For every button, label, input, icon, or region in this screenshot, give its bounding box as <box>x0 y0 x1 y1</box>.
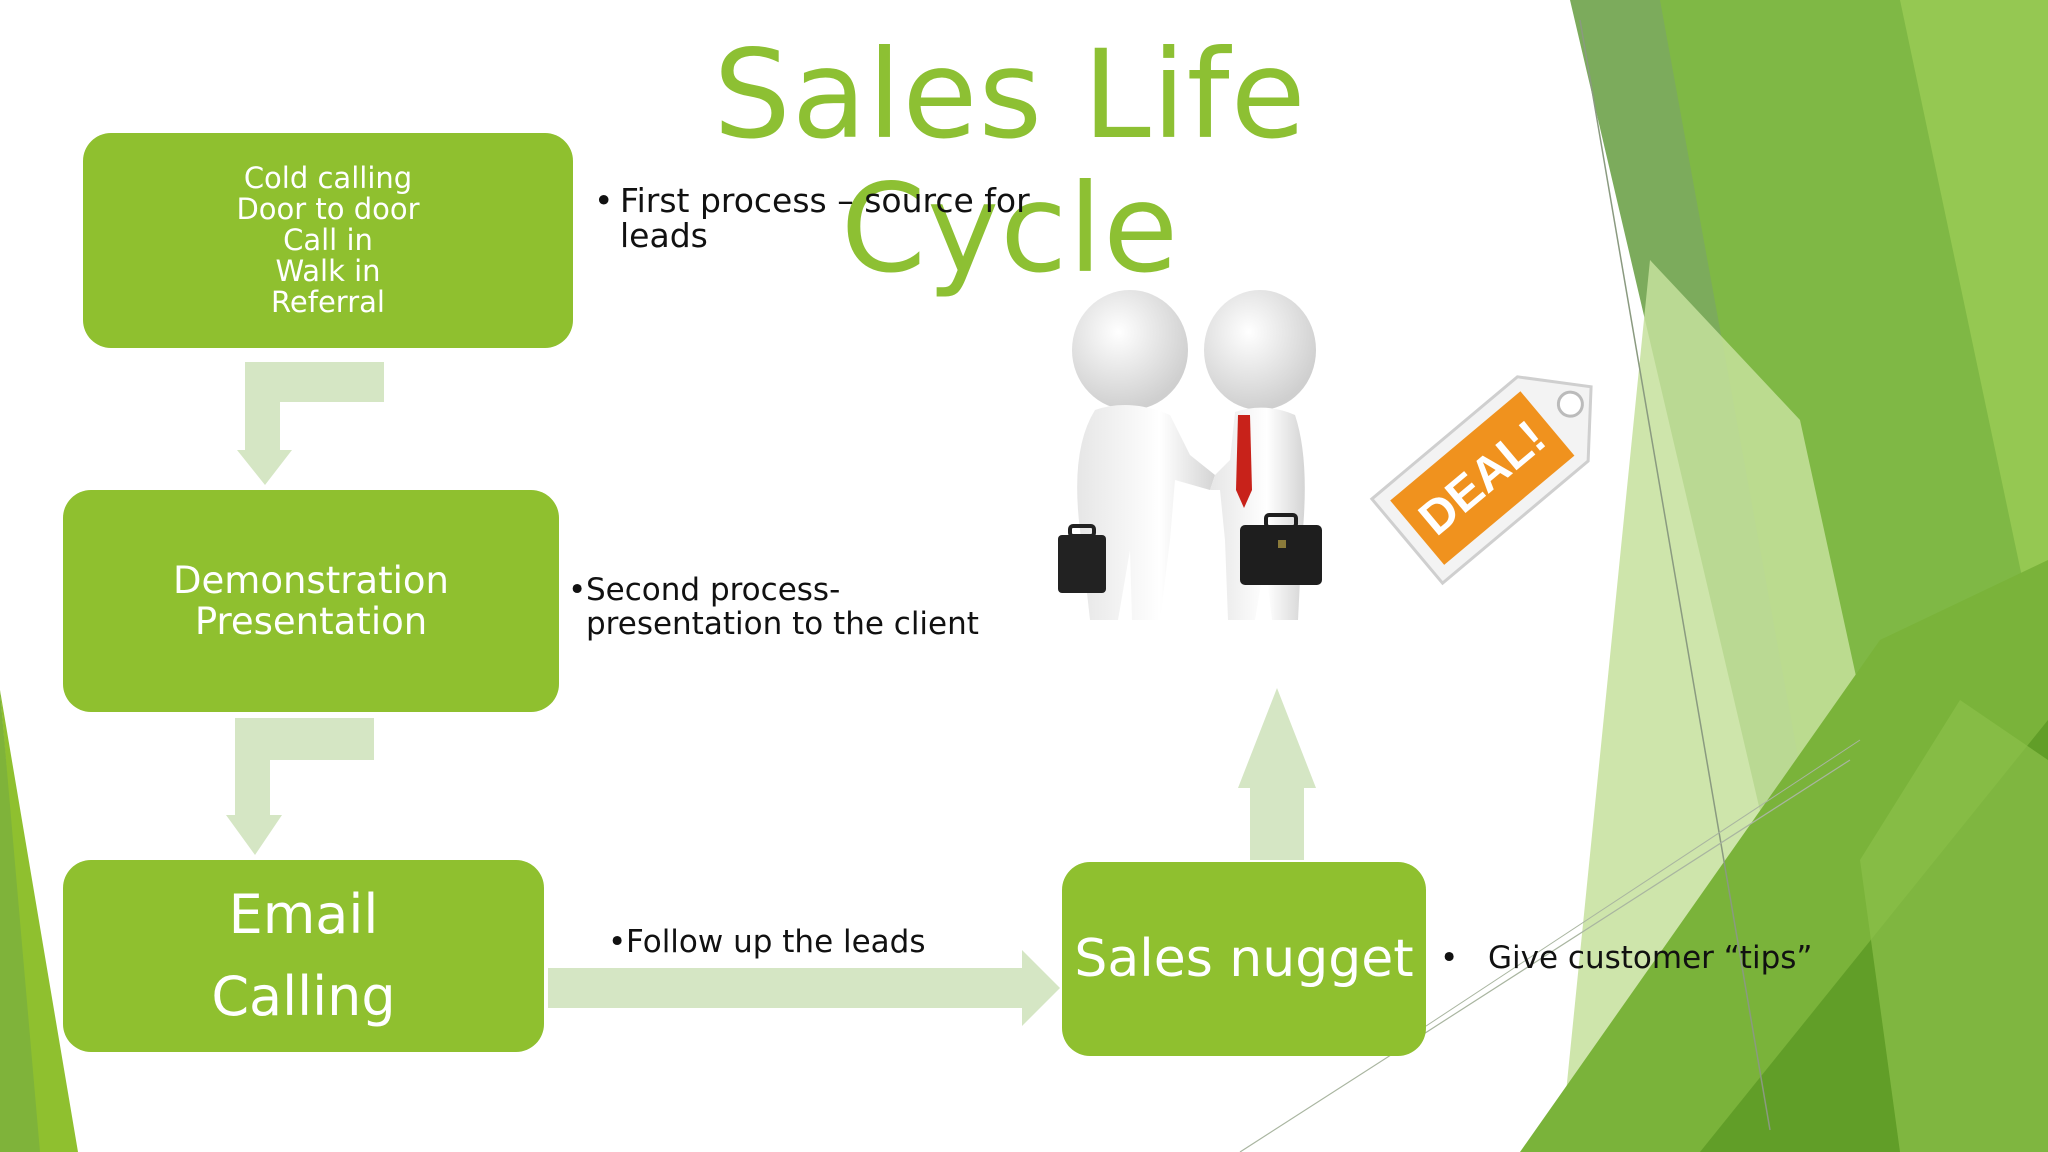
arrow-up <box>1238 688 1316 860</box>
bullet-follow-up: • Follow up the leads <box>608 925 1028 959</box>
bullet-second-process: • Second process- presentation to the cl… <box>568 573 1008 641</box>
calling-label: Calling <box>211 965 396 1028</box>
connector-arrows <box>226 362 1316 1026</box>
bullet-give-tips: • Give customer “tips” <box>1440 941 1860 975</box>
demonstration-box: Demonstration Presentation <box>63 490 559 712</box>
lead-source-walk-in: Walk in <box>275 254 381 288</box>
sales-nugget-box: Sales nugget <box>1062 862 1426 1056</box>
bullet-dot: • <box>568 572 587 608</box>
slide-title: Sales Life Cycle <box>713 24 1307 301</box>
lead-source-cold-calling: Cold calling <box>243 161 413 195</box>
figure-left <box>1058 290 1215 620</box>
bullet-text-line: Give customer “tips” <box>1488 940 1813 976</box>
bullet-first-process: • First process – source for leads <box>594 183 1044 253</box>
email-label: Email <box>228 883 379 946</box>
presentation-label: Presentation <box>194 600 428 643</box>
figure-right <box>1204 290 1322 620</box>
deal-tag-icon: DEAL! <box>1369 375 1593 586</box>
arrow-down-1 <box>237 362 384 485</box>
lead-source-call-in: Call in <box>283 223 373 257</box>
arrow-right <box>548 950 1060 1026</box>
bullet-dot: • <box>1440 940 1459 976</box>
bullet-dot: • <box>608 924 627 960</box>
demonstration-label: Demonstration <box>173 559 449 602</box>
bullet-text-line: First process – source for <box>620 181 1030 220</box>
follow-up-box: Email Calling <box>63 860 544 1052</box>
bullet-dot: • <box>594 181 614 220</box>
lead-source-door-to-door: Door to door <box>236 192 420 226</box>
bullet-text-line: Second process- <box>586 572 841 608</box>
bullet-text-line: Follow up the leads <box>626 924 926 960</box>
arrow-down-2 <box>226 718 374 855</box>
lead-source-referral: Referral <box>271 285 385 319</box>
bullet-text-line: presentation to the client <box>586 606 979 642</box>
handshake-deal-icon: DEAL! <box>1058 290 1593 620</box>
sales-nugget-label: Sales nugget <box>1074 929 1414 989</box>
lead-sources-box: Cold calling Door to door Call in Walk i… <box>83 133 573 348</box>
bullet-text-line: leads <box>620 216 708 255</box>
